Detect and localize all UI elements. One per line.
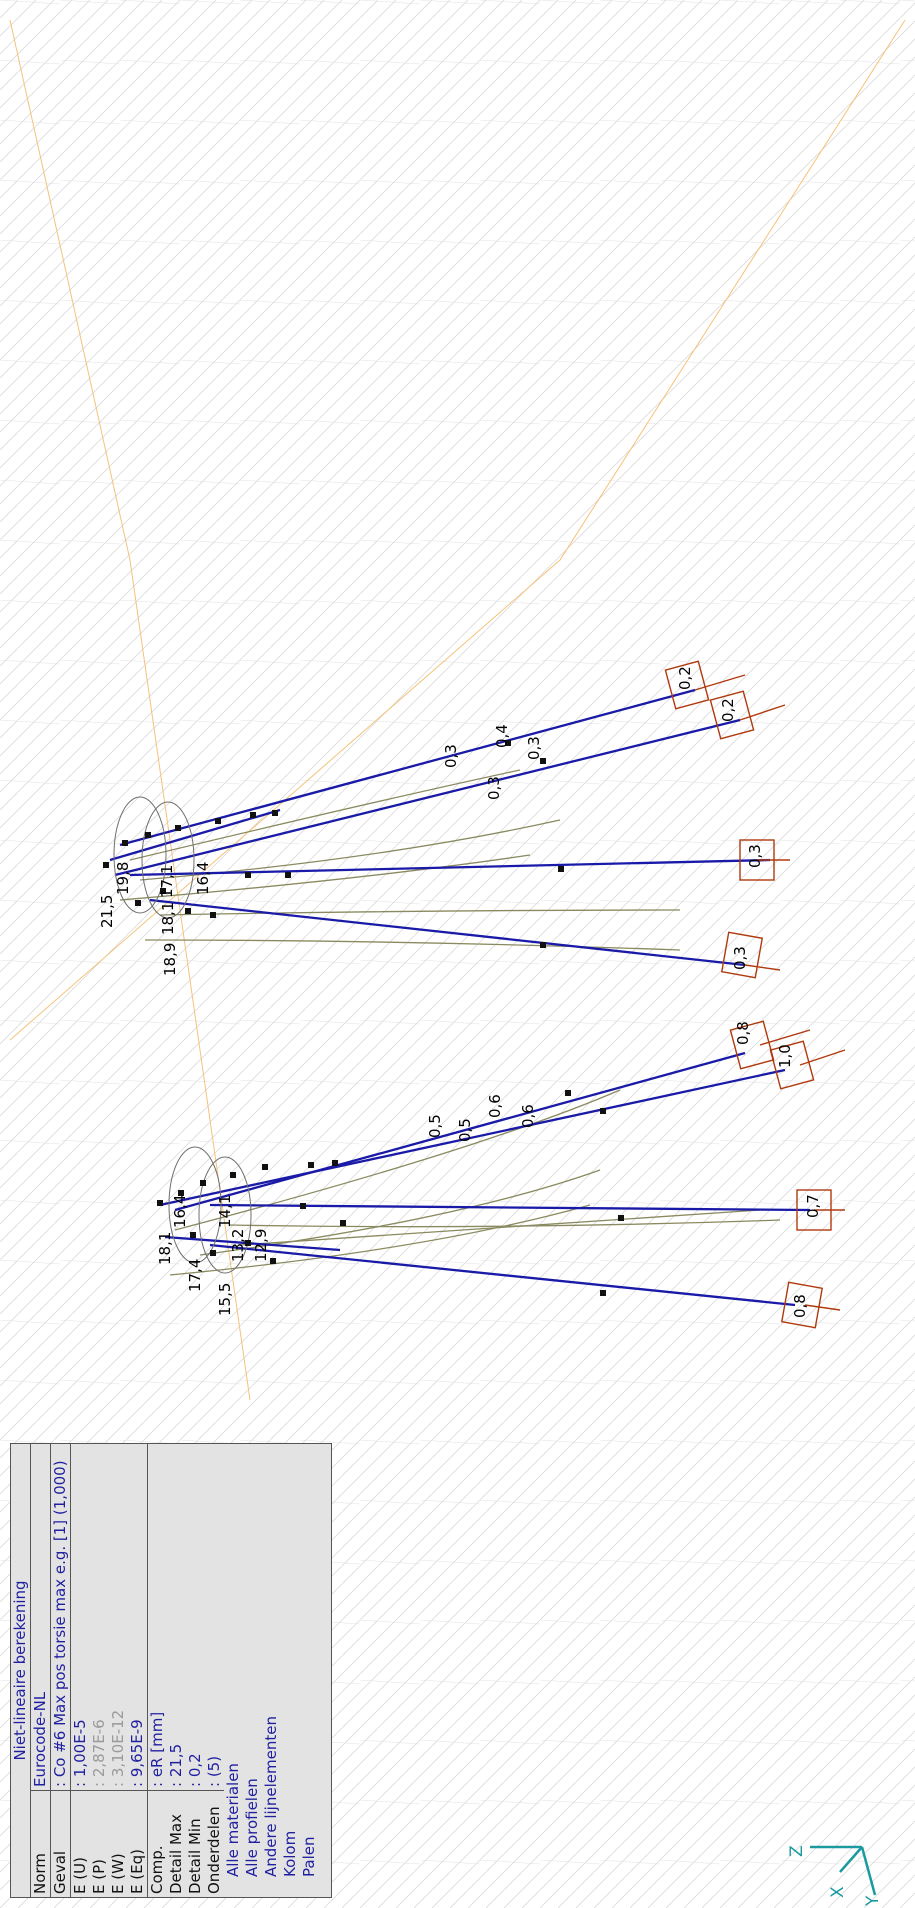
value-label: 0,3 <box>731 946 749 970</box>
node-markers <box>103 740 564 948</box>
norm-value: Eurocode-NL <box>30 1443 51 1791</box>
value-label: 1,0 <box>776 1044 794 1068</box>
eeq-label: E (Eq) <box>128 1790 148 1898</box>
case-label: Geval <box>50 1790 71 1898</box>
y-axis-line <box>860 1846 877 1896</box>
value-label: 0,7 <box>804 1194 822 1218</box>
ew-value: : 3,10E-12 <box>109 1709 127 1787</box>
structure-back-group <box>103 660 790 979</box>
members <box>159 1051 811 1307</box>
value-label: 16,4 <box>171 1195 189 1228</box>
displacement-ellipses <box>168 1146 252 1274</box>
supports <box>664 660 790 979</box>
value-label: 0,6 <box>486 1094 504 1118</box>
filter-all-materials[interactable]: Alle materialen <box>224 1763 242 1877</box>
value-label: 0,8 <box>734 1021 752 1045</box>
z-axis-label: Z <box>787 1845 807 1857</box>
value-label: 16,4 <box>194 862 212 895</box>
value-labels: 18,1 16,4 17,4 15,5 14,1 13,2 12,9 0,5 0… <box>98 666 822 1318</box>
ew-label: E (W) <box>109 1790 128 1898</box>
value-label: 14,1 <box>216 1195 234 1228</box>
filter-all-profiles[interactable]: Alle profielen <box>243 1778 261 1877</box>
ep-label: E (P) <box>90 1790 109 1898</box>
case-value: : Co #6 Max pos torsie max e.g. [1] (1,0… <box>50 1443 71 1791</box>
supports <box>729 1020 846 1329</box>
value-label: 0,3 <box>746 844 764 868</box>
eeq-value: : 9,65E-9 <box>128 1719 146 1787</box>
value-label: 0,3 <box>485 776 503 800</box>
detail-max-value: : 21,5 <box>167 1743 185 1787</box>
y-axis-label: Y <box>863 1895 883 1907</box>
deformed-shapes <box>119 769 681 951</box>
value-label: 17,1 <box>158 865 176 898</box>
guide-lines <box>9 19 906 1401</box>
x-axis-label: X <box>828 1886 848 1898</box>
eu-label: E (U) <box>70 1790 90 1898</box>
filter-other-line-elements[interactable]: Andere lijnelementen <box>262 1716 280 1877</box>
deformed-shapes <box>169 1089 781 1276</box>
value-label: 12,9 <box>252 1229 270 1262</box>
detail-max-label: Detail Max <box>167 1790 186 1898</box>
value-label: 17,4 <box>186 1259 204 1292</box>
value-label: 0,5 <box>456 1118 474 1142</box>
value-label: 15,5 <box>216 1283 234 1316</box>
detail-min-value: : 0,2 <box>186 1753 204 1787</box>
value-label: 18,1 <box>156 1232 174 1265</box>
value-label: 0,3 <box>525 736 543 760</box>
ep-value: : 2,87E-6 <box>90 1719 108 1787</box>
comp-label: Comp. <box>147 1790 167 1898</box>
value-label: 21,5 <box>98 895 116 928</box>
structure-front-group <box>157 1020 846 1329</box>
parts-value: : (5) <box>205 1755 223 1787</box>
value-label: 0,2 <box>676 666 694 690</box>
value-label: 0,4 <box>493 724 511 748</box>
filter-column[interactable]: Kolom <box>281 1830 299 1877</box>
x-axis-line <box>839 1846 863 1873</box>
parts-label: Onderdelen <box>205 1790 224 1898</box>
comp-value: : eR [mm] <box>147 1443 167 1791</box>
detail-min-label: Detail Min <box>186 1790 205 1898</box>
value-label: 19,8 <box>114 862 132 895</box>
value-label: 18,9 <box>161 943 179 976</box>
eu-value: : 1,00E-5 <box>71 1719 89 1787</box>
value-label: 13,2 <box>229 1229 247 1262</box>
value-label: 0,8 <box>791 1294 809 1318</box>
value-label: 18,1 <box>159 902 177 935</box>
value-label: 0,2 <box>719 698 737 722</box>
norm-label: Norm <box>30 1790 51 1898</box>
value-label: 0,5 <box>426 1114 444 1138</box>
filter-piles[interactable]: Palen <box>300 1836 318 1877</box>
value-label: 0,6 <box>519 1104 537 1128</box>
legend-title: Niet-lineaire berekening <box>10 1443 31 1898</box>
value-label: 0,3 <box>442 744 460 768</box>
node-markers <box>157 1090 624 1296</box>
displacement-ellipses <box>113 796 195 919</box>
axis-triad: Z X Y <box>787 1845 883 1907</box>
